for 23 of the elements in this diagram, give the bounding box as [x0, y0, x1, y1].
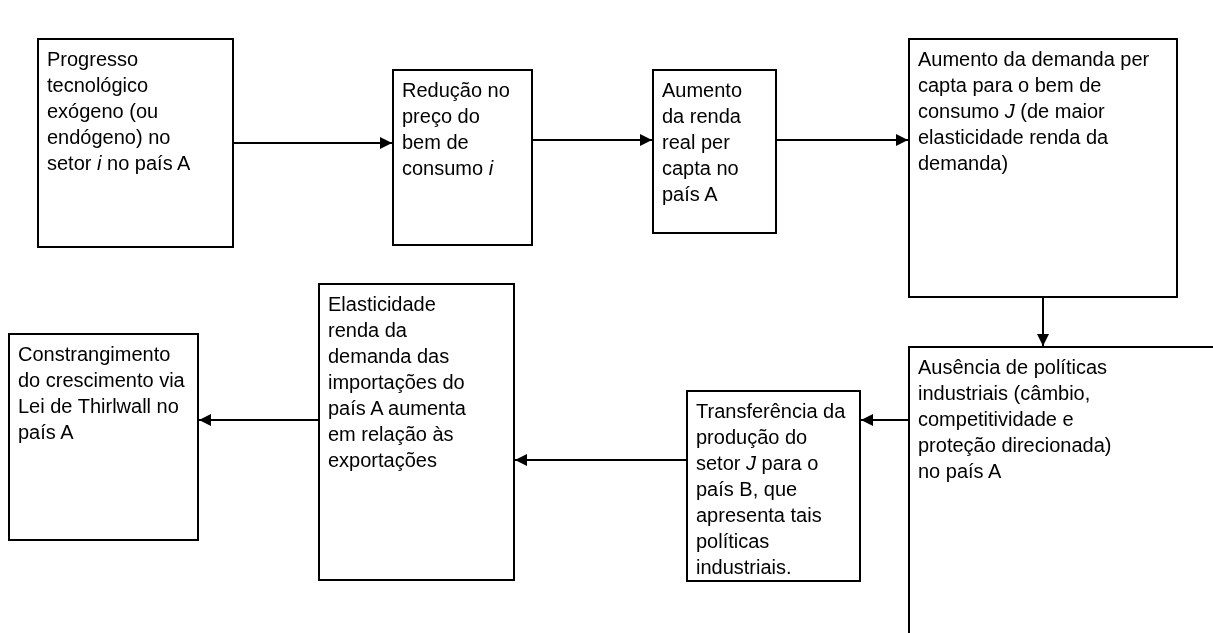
process-box [652, 69, 777, 234]
arrow [776, 134, 909, 146]
arrow [233, 137, 393, 149]
box-text: Progresso tecnológico exógeno (ou endógeno) no setor i no país A [47, 47, 192, 176]
process-box [8, 333, 199, 541]
box-text: Transferência da produção do setor J para o país B, que apresenta tais políticas industriais. [696, 399, 846, 580]
box-text: Ausência de políticas industriais (câmbio, competitividade e proteção direcionada) no país A [918, 355, 1113, 484]
box-text: Constrangimento do crescimento via Lei de Thirlwall no país A [18, 342, 186, 445]
arrow [198, 414, 319, 426]
box-text: Aumento da renda real per capta no país A [662, 78, 744, 207]
arrow [860, 414, 909, 426]
arrow [1037, 297, 1049, 347]
box-text: Elasticidade renda da demanda das importações do país A aumenta em relação às exportações [328, 292, 467, 473]
process-box [686, 390, 861, 582]
process-box [908, 346, 1213, 633]
box-text: Aumento da demanda per capta para o bem de consumo J (de maior elasticidade renda da demanda) [918, 47, 1151, 176]
process-box [392, 69, 533, 246]
process-box [908, 38, 1178, 298]
box-text: Redução no preço do bem de consumo i [402, 78, 511, 181]
arrow [532, 134, 653, 146]
process-box [318, 283, 515, 581]
arrow [514, 454, 687, 466]
process-box [37, 38, 234, 248]
